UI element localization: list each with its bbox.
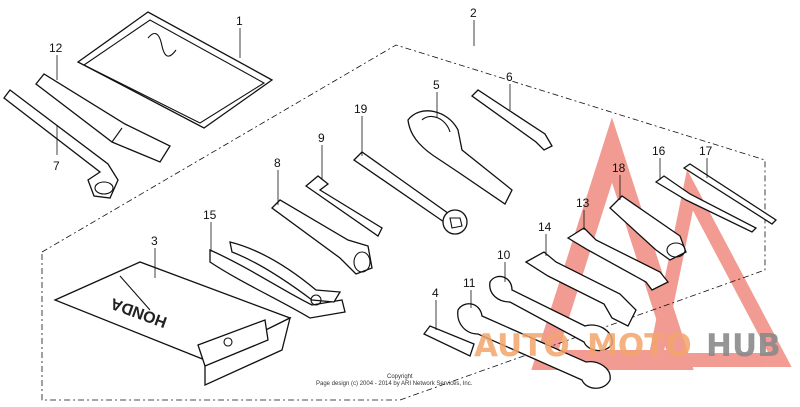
callout-10: 10 xyxy=(497,248,511,262)
copyright-line-2: Page design (c) 2004 - 2014 by ARI Netwo… xyxy=(316,381,473,387)
part-15-pliers xyxy=(209,241,346,319)
watermark-auto: AUTO xyxy=(474,328,570,364)
part-12-handle xyxy=(35,73,171,163)
watermark-hub: HUB xyxy=(706,328,781,364)
watermark-moto: MOTO xyxy=(587,328,692,364)
callout-12: 12 xyxy=(49,41,63,55)
part-17-screwdriver xyxy=(682,163,778,225)
callout-15: 15 xyxy=(203,208,217,222)
copyright-notice: Copyright Page design (c) 2004 - 2014 by… xyxy=(316,374,473,387)
watermark-text: AUTO MOTO HUB xyxy=(474,328,781,364)
part-9-hex-key xyxy=(304,175,383,237)
copyright-line-1: Copyright xyxy=(387,374,413,380)
leader-lines xyxy=(56,20,708,330)
part-3-tool-bag: HONDA xyxy=(53,261,292,387)
part-7-box-wrench xyxy=(3,89,119,199)
callout-3: 3 xyxy=(151,234,158,248)
part-1-manual-pouch xyxy=(76,11,274,129)
callout-6: 6 xyxy=(506,70,513,84)
callout-18: 18 xyxy=(612,161,626,175)
part-10-ratchet xyxy=(489,275,613,352)
callout-5: 5 xyxy=(433,78,440,92)
callout-14: 14 xyxy=(538,220,552,234)
part-19-bar xyxy=(352,151,468,235)
part-18-socket xyxy=(609,195,687,261)
part-16-screwdriver xyxy=(654,175,758,233)
part-6-extension xyxy=(470,89,553,151)
callout-7: 7 xyxy=(53,159,60,173)
watermark-logo xyxy=(531,117,792,370)
callout-2: 2 xyxy=(470,6,477,20)
callout-19: 19 xyxy=(354,102,368,116)
callout-17: 17 xyxy=(699,144,713,158)
kit-boundary xyxy=(41,44,766,401)
callout-labels: 1 2 12 7 5 6 19 9 8 15 3 18 16 17 13 14 … xyxy=(49,6,713,300)
part-8-plug-socket xyxy=(271,199,373,275)
callout-16: 16 xyxy=(652,144,666,158)
part-5-pin-spanner xyxy=(407,110,513,205)
callout-11: 11 xyxy=(463,276,476,290)
part-14-wrench xyxy=(524,251,637,327)
part-11-ratchet xyxy=(457,303,611,389)
callout-4: 4 xyxy=(432,286,439,300)
callout-13: 13 xyxy=(576,196,590,210)
part-4-flat-key xyxy=(423,325,475,357)
callout-9: 9 xyxy=(318,131,325,145)
callout-8: 8 xyxy=(274,156,281,170)
part-13-wrench xyxy=(566,227,670,291)
callout-1: 1 xyxy=(236,14,243,28)
